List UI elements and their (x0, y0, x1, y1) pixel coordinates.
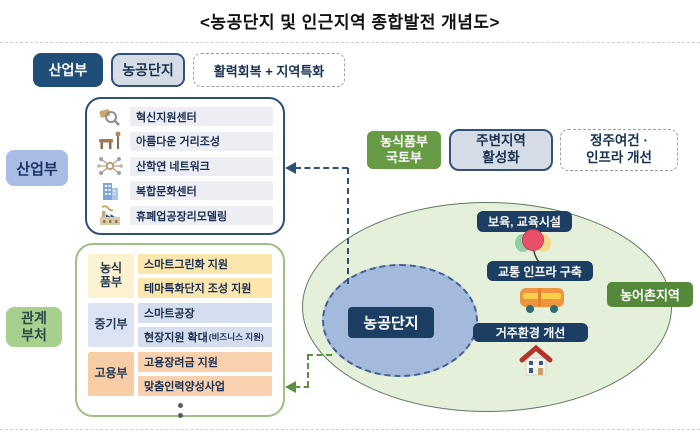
ministry-group-agri: 농식 품부 스마트그린화 지원 테마특화단지 조성 지원 (88, 254, 272, 298)
arrowhead-to-related-box (285, 381, 296, 393)
complex-node-top: 농공단지 (111, 53, 185, 87)
ministry-group-label: 중기부 (88, 303, 134, 347)
ministry-group-label: 농식 품부 (88, 254, 134, 298)
connector-complex-to-industry-vertical (347, 168, 349, 284)
network-nodes-icon (97, 155, 123, 177)
ellipsis-dot (177, 403, 183, 408)
industry-ministry-badge-side: 산업부 (6, 150, 68, 186)
connector-complex-to-industry-horizontal (295, 167, 348, 169)
ministry-label-line: 중기부 (94, 317, 128, 332)
bus-icon (518, 285, 566, 319)
ministry-group-labor: 고용부 고용장려금 지원 맞춤인력양성사업 (88, 352, 272, 396)
ministry-group-label: 고용부 (88, 352, 134, 396)
street-scene-icon (97, 130, 123, 152)
industry-program-label: 복합문화센터 (130, 181, 273, 201)
related-ministries-box: 농식 품부 스마트그린화 지원 테마특화단지 조성 지원 중기부 스마트공장 현… (75, 243, 285, 418)
goal-line: 정주여건 · (590, 133, 648, 149)
node-line: 활성화 (482, 150, 520, 165)
support-item: 스마트그린화 지원 (138, 254, 272, 274)
badge-line: 부처 (21, 327, 47, 343)
connector-region-to-related-vertical (307, 354, 309, 387)
vitality-goal-box: 활력회복 + 지역특화 (193, 53, 345, 87)
ellipsis-dot (177, 413, 183, 418)
industry-program-label: 아름다운 거리조성 (130, 131, 273, 151)
complex-label-box: 농공단지 (348, 307, 434, 338)
related-ministries-badge: 관계 부처 (6, 307, 62, 347)
badge-line: 관계 (21, 310, 47, 327)
feature-housing-box: 거주환경 개선 (473, 323, 588, 342)
ministry-label-line: 농식 (99, 261, 123, 276)
ministry-group-sme: 중기부 스마트공장 현장지원 확대 (비즈니스 지원) (88, 303, 272, 347)
support-item-main: 현장지원 확대 (144, 332, 208, 344)
arrowhead-to-industry-box (285, 162, 296, 174)
ministry-label-line: 품부 (99, 275, 123, 289)
connector-region-to-related-horizontal (295, 386, 309, 388)
industry-program-row: 복합문화센터 (97, 180, 273, 202)
innovation-magnifier-icon (97, 106, 123, 128)
connector-region-to-related-top (307, 354, 332, 356)
industry-program-row: 휴폐업공장리모델링 (97, 204, 273, 227)
goal-line: 인프라 개선 (586, 150, 652, 165)
support-item: 스마트공장 (138, 303, 272, 323)
support-item: 맞춤인력양성사업 (138, 376, 272, 396)
bottom-divider (0, 429, 700, 430)
page-title: <농공단지 및 인근지역 종합발전 개념도> (200, 13, 500, 32)
rural-region-badge: 농어촌지역 (607, 282, 693, 307)
support-item: 고용장려금 지원 (138, 352, 272, 372)
badge-line: 농식품부 (380, 133, 428, 149)
industry-program-row: 혁신지원센터 (97, 107, 273, 126)
factory-icon (97, 204, 123, 227)
industry-program-label: 혁신지원센터 (130, 107, 273, 126)
ministry-label-line: 고용부 (94, 366, 128, 381)
feature-transport-box: 교통 인프라 구축 (487, 261, 593, 281)
culture-building-icon (97, 180, 123, 202)
industry-program-row: 산학연 네트워크 (97, 155, 273, 177)
settlement-infra-goal-box: 정주여건 · 인프라 개선 (560, 129, 678, 171)
support-item: 현장지원 확대 (비즈니스 지원) (138, 327, 272, 347)
node-line: 주변지역 (476, 133, 526, 149)
industry-programs-box: 혁신지원센터 아름다운 거리조성 (85, 97, 285, 235)
agri-land-ministry-badge: 농식품부 국토부 (367, 131, 441, 169)
top-divider (0, 42, 700, 43)
feature-childcare-box: 보육, 교육시설 (477, 211, 572, 232)
industry-program-label: 산학연 네트워크 (130, 156, 273, 176)
support-item-note: (비즈니스 지원) (208, 332, 264, 342)
surrounding-area-node: 주변지역 활성화 (449, 129, 553, 171)
more-items-ellipsis (88, 403, 272, 418)
industry-program-row: 아름다운 거리조성 (97, 130, 273, 152)
badge-line: 국토부 (386, 150, 422, 165)
house-icon (514, 344, 558, 383)
industry-ministry-badge-top: 산업부 (33, 53, 103, 87)
industry-program-label: 휴폐업공장리모델링 (130, 206, 273, 225)
support-item: 테마특화단지 조성 지원 (138, 278, 272, 298)
